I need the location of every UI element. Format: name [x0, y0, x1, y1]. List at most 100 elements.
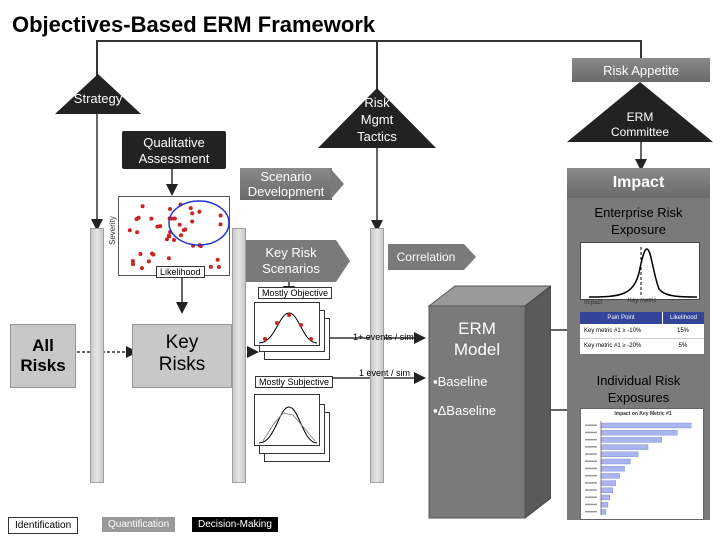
distribution-curve	[588, 247, 698, 298]
risk-dot	[170, 216, 175, 221]
risk-dot	[166, 233, 171, 238]
pain-point-header: Pain Point	[580, 312, 662, 324]
risk-dot	[149, 216, 154, 221]
quantification-vertical-band-2	[370, 228, 384, 483]
risk-dot	[172, 216, 177, 221]
exposure-bar	[600, 487, 614, 494]
bar-category-tick	[585, 446, 597, 448]
individual-risk-exposures-label: Individual Risk Exposures	[596, 373, 681, 405]
risk-appetite-banner: Risk Appetite	[572, 58, 710, 82]
bar-category-tick	[585, 438, 597, 441]
dot-group	[127, 202, 223, 271]
risk-dot	[166, 256, 171, 261]
delta-baseline-label: ▪ΔBaseline	[433, 403, 497, 418]
risk-dot	[188, 206, 193, 211]
risk-dot	[172, 238, 176, 242]
enterprise-risk-exposure-label: Enterprise Risk Exposure	[594, 205, 683, 237]
severity-likelihood-plot	[118, 196, 230, 276]
distribution-axis-label: Impact	[584, 300, 603, 306]
bar-category-tick	[585, 510, 597, 513]
erm-model-label: ERM Model	[453, 319, 501, 359]
strategy-triangle	[55, 74, 141, 114]
risk-dot	[197, 209, 202, 214]
risk-dot	[164, 237, 169, 242]
key-metric-1-value: 15%	[676, 328, 689, 334]
scenario-arrow-head	[330, 168, 344, 200]
individual-exposure-chart: Impact on Key Metric #1	[580, 408, 704, 520]
risk-dot	[208, 264, 213, 269]
key-metric-2-value: 5%	[678, 343, 688, 349]
exposure-bar	[600, 430, 678, 436]
key-risk-scenarios-label: Key Risk Scenarios	[262, 245, 320, 276]
exposure-bar	[600, 501, 609, 508]
objective-curve	[258, 312, 318, 344]
legend-quantification: Quantification	[102, 517, 176, 532]
objective-chart-front	[254, 302, 320, 346]
erm-committee-label: ERM Committee	[610, 110, 669, 139]
exposure-bar	[600, 494, 611, 501]
erm-committee-triangle	[567, 82, 713, 142]
correlation-label: Correlation	[396, 250, 456, 264]
exposure-bar	[600, 480, 616, 486]
exposure-bar	[600, 473, 620, 479]
exposure-bar	[600, 444, 649, 450]
qualitative-assessment-box	[122, 131, 226, 169]
events-per-sim-one: 1 event / sim	[359, 368, 411, 378]
strategy-label: Strategy	[73, 91, 123, 106]
exposure-bar	[600, 458, 631, 465]
scenario-development-banner: Scenario Development	[240, 168, 332, 200]
risk-dot	[190, 219, 195, 224]
severity-axis-label: Severity	[108, 216, 117, 245]
bar-category-tick	[585, 474, 597, 477]
exposure-bar	[600, 466, 625, 472]
likelihood-header: Likelihood	[662, 312, 704, 324]
risk-dot	[136, 215, 141, 220]
exposure-bar	[600, 509, 607, 515]
bar-category-tick	[585, 482, 597, 484]
mostly-subjective-tag: Mostly Subjective	[255, 376, 334, 388]
key-metric-1-label: Key metric #1 ≥ -10%	[584, 328, 642, 334]
bar-category-tick	[585, 496, 597, 498]
risk-dot	[218, 213, 223, 218]
risk-dot	[140, 204, 145, 209]
exposure-bar	[600, 437, 662, 443]
bar-category-tick	[585, 431, 597, 434]
bar-category-tick	[585, 460, 597, 462]
risk-dot	[150, 251, 154, 256]
impact-banner: Impact	[567, 168, 710, 198]
risk-dot	[179, 233, 183, 238]
subjective-curve	[258, 406, 318, 444]
bar-chart-svg	[585, 421, 692, 515]
exposure-bar	[600, 422, 692, 429]
risk-dot	[168, 207, 172, 211]
bar-category-tick	[585, 424, 597, 426]
risk-dot	[131, 262, 135, 267]
bar-category-tick	[585, 503, 597, 506]
exposure-bar	[600, 451, 639, 457]
scatter-dots	[127, 200, 230, 271]
risk-dot	[216, 265, 221, 269]
correlation-box	[388, 244, 464, 270]
erm-model-cube	[427, 285, 551, 520]
risk-dot	[135, 230, 140, 235]
small-chart-title: Impact on Key Metric #1	[614, 411, 672, 417]
risk-dot	[127, 228, 132, 233]
pain-point-table: Pain Point Likelihood Key metric #1 ≥ -1…	[580, 312, 704, 354]
page-title: Objectives-Based ERM Framework	[12, 12, 376, 37]
identification-vertical-band	[90, 228, 104, 483]
baseline-label: ▪Baseline	[433, 374, 488, 389]
risk-dot	[138, 252, 143, 256]
legend-decision-making: Decision-Making	[192, 517, 278, 532]
risk-dot	[155, 224, 160, 229]
distribution-chart	[580, 242, 700, 300]
all-risks-box	[10, 324, 76, 388]
risk-dot	[146, 259, 151, 264]
key-metric-2-label: Key metric #1 ≥ -20%	[584, 343, 642, 349]
qualitative-assessment-label: Qualitative Assessment	[138, 135, 210, 166]
quantification-vertical-band-1	[232, 228, 246, 483]
key-risk-ellipse	[168, 200, 230, 246]
risk-dot	[218, 222, 223, 227]
bar-category-tick	[585, 467, 597, 470]
events-per-sim-many: 1+ events / sim	[353, 332, 414, 342]
